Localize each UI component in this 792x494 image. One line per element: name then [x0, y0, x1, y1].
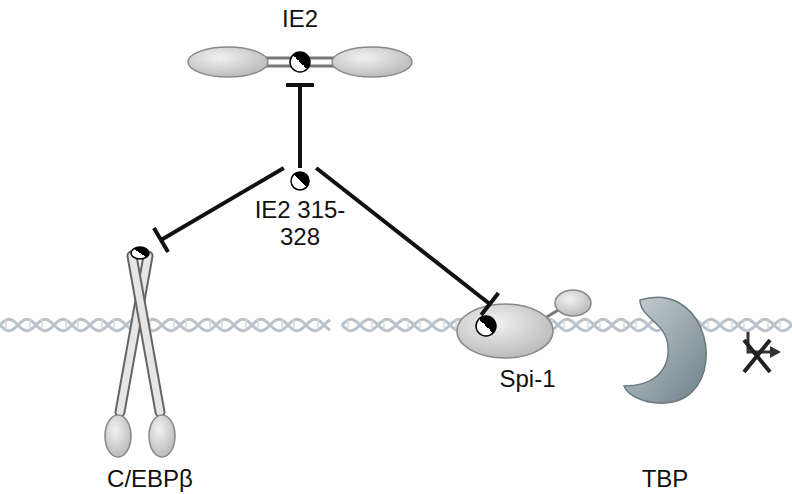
peptide-domain — [291, 172, 309, 190]
protein-node: Spi-1 — [455, 304, 600, 392]
dna-rung — [185, 320, 187, 330]
node-label: C/EBPβ — [107, 465, 193, 492]
node-label: TBP — [642, 465, 689, 492]
dna-rung — [407, 320, 409, 330]
spi1-protein — [457, 290, 591, 358]
node-label: IE2 — [282, 5, 318, 32]
dna-rung — [347, 320, 349, 330]
node-label: Spi-1 — [499, 365, 555, 392]
peptide-node: IE2 315-328 — [246, 168, 354, 250]
node-label: IE2 315-328 — [246, 196, 354, 250]
inhibition-line — [286, 85, 314, 168]
dna-rung — [779, 320, 781, 330]
dna-strand — [0, 319, 330, 330]
dna-rung — [443, 320, 445, 330]
dna-rung — [371, 320, 373, 330]
dna-rung — [599, 320, 601, 330]
dna-rung — [587, 320, 589, 330]
protein-node: C/EBPβ — [95, 240, 205, 492]
dna-rung — [743, 320, 745, 330]
inhibition-line — [316, 168, 498, 315]
dna-rung — [635, 320, 637, 330]
dna-strand — [342, 319, 792, 330]
dna-rung — [257, 320, 259, 330]
dna-strand — [342, 319, 792, 330]
ie2-dimer — [188, 47, 412, 77]
dna-rung — [173, 320, 175, 330]
dna-rung — [65, 320, 67, 330]
dna-rung — [317, 320, 319, 330]
dna-rung — [113, 320, 115, 330]
dna-rung — [221, 320, 223, 330]
dna-rung — [29, 320, 31, 330]
cebpb-dimer — [105, 247, 175, 457]
dna-rung — [77, 320, 79, 330]
dna-rung — [281, 320, 283, 330]
dna-rung — [707, 320, 709, 330]
dna-rung — [293, 320, 295, 330]
dna-rung — [419, 320, 421, 330]
dna-rung — [41, 320, 43, 330]
dna-rung — [245, 320, 247, 330]
dna-rung — [623, 320, 625, 330]
protein-dimer: IE2 — [180, 5, 420, 85]
dna-rung — [101, 320, 103, 330]
dna-rung — [563, 320, 565, 330]
blocked-transcription — [744, 332, 781, 372]
dna-rung — [731, 320, 733, 330]
dna-rung — [5, 320, 7, 330]
dna-rung — [383, 320, 385, 330]
tbp-saddle — [624, 297, 706, 403]
dna-strand — [0, 319, 330, 330]
protein-node: TBP — [600, 290, 730, 492]
dna-rung — [767, 320, 769, 330]
dna-rung — [209, 320, 211, 330]
